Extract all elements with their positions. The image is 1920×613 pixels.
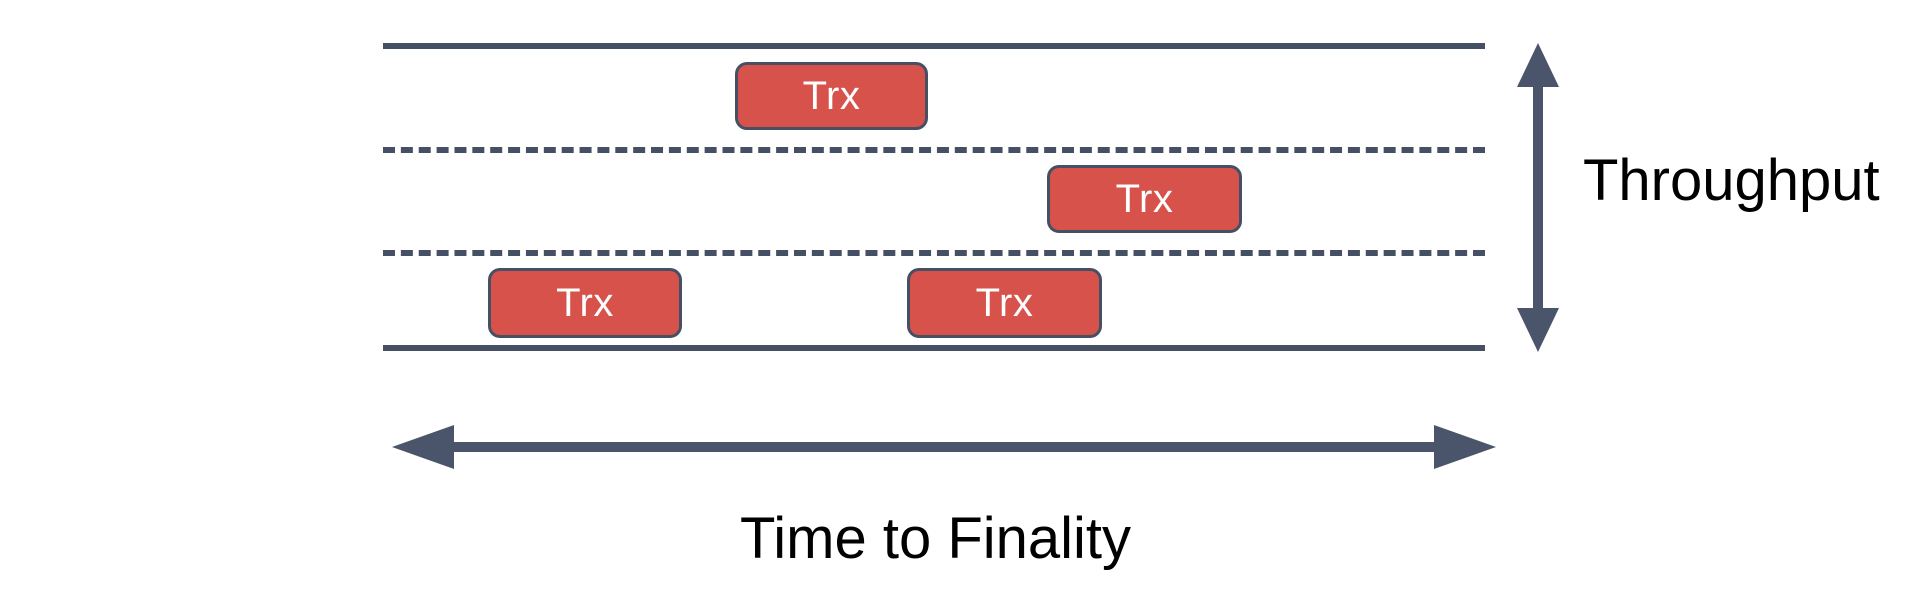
throughput-axis-label: Throughput — [1583, 148, 1880, 213]
lane-boundary-upper-dashed — [383, 147, 1485, 153]
lane-boundary-top-solid — [383, 43, 1485, 49]
transaction-block: Trx — [735, 62, 928, 130]
lane-boundary-lower-dashed — [383, 250, 1485, 256]
transaction-block: Trx — [907, 268, 1102, 338]
time-to-finality-axis-label: Time to Finality — [740, 506, 1132, 571]
time-to-finality-double-arrow-icon — [382, 415, 1507, 480]
transaction-block: Trx — [488, 268, 682, 338]
transaction-block: Trx — [1047, 165, 1242, 233]
lane-boundary-bottom-solid — [383, 345, 1485, 351]
throughput-double-arrow-icon — [1505, 35, 1575, 358]
